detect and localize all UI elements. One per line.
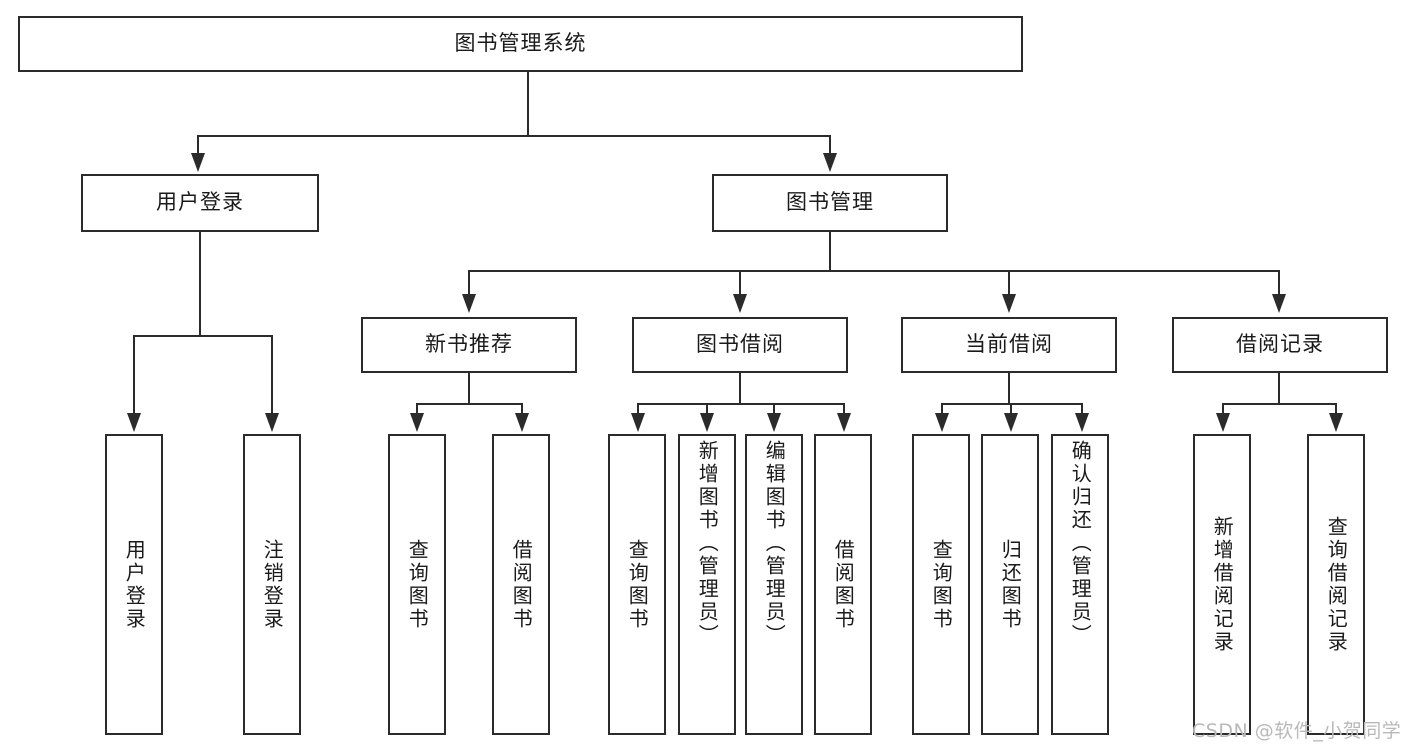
leaf-logout-label: 注销登录 [260, 538, 285, 631]
leaf-current-return-book[interactable]: 归还图书 [981, 434, 1039, 735]
node-book-management[interactable]: 图书管理 [712, 174, 948, 232]
connector-book-mgmt-to-recommend [468, 270, 470, 296]
arrowhead-borrow-leaf-4 [837, 413, 851, 432]
connector-book-mgmt-stem [829, 232, 831, 270]
connector-recommend-bar [416, 403, 521, 405]
leaf-borrow-borrow-book-label: 借阅图书 [831, 538, 856, 631]
leaf-borrow-add-book-admin[interactable]: 新增图书（管理员） [678, 434, 736, 735]
connector-borrow-bar [637, 403, 843, 405]
leaf-logout[interactable]: 注销登录 [243, 434, 301, 735]
arrowhead-recommend-leaf-2 [515, 413, 529, 432]
connector-root-to-book-mgmt [829, 135, 831, 155]
node-borrow-record-label: 借阅记录 [1236, 332, 1324, 357]
connector-recommend-to-leaf-2 [521, 403, 523, 415]
connector-current-to-leaf-2 [1010, 403, 1012, 415]
leaf-record-query-record[interactable]: 查询借阅记录 [1307, 434, 1365, 735]
arrowhead-current-leaf-3 [1075, 413, 1089, 432]
connector-root-bar [197, 135, 829, 137]
connector-borrow-stem [739, 373, 741, 403]
leaf-borrow-edit-book-admin-label: 编辑图书（管理员） [762, 440, 787, 647]
leaf-borrow-query-book-label: 查询图书 [625, 538, 650, 631]
arrowhead-record-leaf-2 [1329, 413, 1343, 432]
connector-user-login-bar [133, 335, 271, 337]
connector-record-to-leaf-1 [1222, 403, 1224, 415]
node-root-label: 图书管理系统 [454, 31, 587, 56]
connector-book-mgmt-to-current [1008, 270, 1010, 296]
leaf-record-add-record-label: 新增借阅记录 [1210, 515, 1235, 654]
arrowhead-user-login-leaf-1 [127, 413, 141, 432]
connector-borrow-to-leaf-2 [706, 403, 708, 415]
connector-borrow-to-leaf-3 [773, 403, 775, 415]
leaf-current-return-book-label: 归还图书 [998, 538, 1023, 631]
connector-user-login-to-leaf-2 [271, 335, 273, 415]
leaf-recommend-borrow-book-label: 借阅图书 [509, 538, 534, 631]
leaf-current-query-book-label: 查询图书 [929, 538, 954, 631]
connector-root-stem [527, 72, 529, 135]
leaf-record-add-record[interactable]: 新增借阅记录 [1193, 434, 1251, 735]
node-borrow-record[interactable]: 借阅记录 [1172, 317, 1388, 373]
arrowhead-current-leaf-2 [1004, 413, 1018, 432]
connector-user-login-stem [199, 232, 201, 335]
connector-book-mgmt-to-record [1278, 270, 1280, 296]
node-user-login-label: 用户登录 [156, 190, 244, 215]
leaf-user-login[interactable]: 用户登录 [105, 434, 163, 735]
connector-borrow-to-leaf-4 [843, 403, 845, 415]
leaf-record-query-record-label: 查询借阅记录 [1324, 515, 1349, 654]
arrowhead-book-mgmt-recommend [462, 294, 476, 313]
connector-record-stem [1278, 373, 1280, 403]
connector-user-login-to-leaf-1 [133, 335, 135, 415]
connector-root-to-user-login [197, 135, 199, 155]
leaf-current-query-book[interactable]: 查询图书 [912, 434, 970, 735]
leaf-borrow-borrow-book[interactable]: 借阅图书 [814, 434, 872, 735]
node-new-book-recommend[interactable]: 新书推荐 [361, 317, 577, 373]
node-current-borrow-label: 当前借阅 [965, 332, 1053, 357]
arrowhead-current-leaf-1 [935, 413, 949, 432]
watermark: CSDN @软件_小贺同学 [1192, 720, 1402, 742]
arrowhead-book-mgmt-record [1272, 294, 1286, 313]
leaf-borrow-edit-book-admin[interactable]: 编辑图书（管理员） [745, 434, 803, 735]
node-new-book-recommend-label: 新书推荐 [425, 332, 513, 357]
connector-current-to-leaf-3 [1081, 403, 1083, 415]
arrowhead-borrow-leaf-3 [767, 413, 781, 432]
node-root[interactable]: 图书管理系统 [18, 16, 1023, 72]
connector-recommend-to-leaf-1 [416, 403, 418, 415]
connector-book-mgmt-to-borrow [739, 270, 741, 296]
node-book-management-label: 图书管理 [786, 190, 874, 215]
connector-borrow-to-leaf-1 [637, 403, 639, 415]
arrowhead-root-to-user-login [191, 153, 205, 172]
connector-current-stem [1008, 373, 1010, 403]
arrowhead-record-leaf-1 [1216, 413, 1230, 432]
arrowhead-book-mgmt-borrow [733, 294, 747, 313]
leaf-current-confirm-return-admin-label: 确认归还（管理员） [1068, 440, 1093, 647]
arrowhead-borrow-leaf-1 [631, 413, 645, 432]
leaf-recommend-borrow-book[interactable]: 借阅图书 [492, 434, 550, 735]
node-user-login[interactable]: 用户登录 [81, 174, 319, 232]
arrowhead-borrow-leaf-2 [700, 413, 714, 432]
leaf-current-confirm-return-admin[interactable]: 确认归还（管理员） [1051, 434, 1109, 735]
arrowhead-user-login-leaf-2 [265, 413, 279, 432]
arrowhead-root-to-book-mgmt [823, 153, 837, 172]
arrowhead-book-mgmt-current [1002, 294, 1016, 313]
connector-current-to-leaf-1 [941, 403, 943, 415]
leaf-borrow-add-book-admin-label: 新增图书（管理员） [695, 440, 720, 647]
connector-record-bar [1222, 403, 1335, 405]
leaf-recommend-query-book[interactable]: 查询图书 [388, 434, 446, 735]
node-book-borrow[interactable]: 图书借阅 [632, 317, 848, 373]
leaf-recommend-query-book-label: 查询图书 [405, 538, 430, 631]
connector-recommend-stem [468, 373, 470, 403]
node-book-borrow-label: 图书借阅 [696, 332, 784, 357]
arrowhead-recommend-leaf-1 [410, 413, 424, 432]
leaf-borrow-query-book[interactable]: 查询图书 [608, 434, 666, 735]
leaf-user-login-label: 用户登录 [122, 538, 147, 631]
connector-record-to-leaf-2 [1335, 403, 1337, 415]
connector-book-mgmt-bar [468, 270, 1278, 272]
node-current-borrow[interactable]: 当前借阅 [901, 317, 1117, 373]
